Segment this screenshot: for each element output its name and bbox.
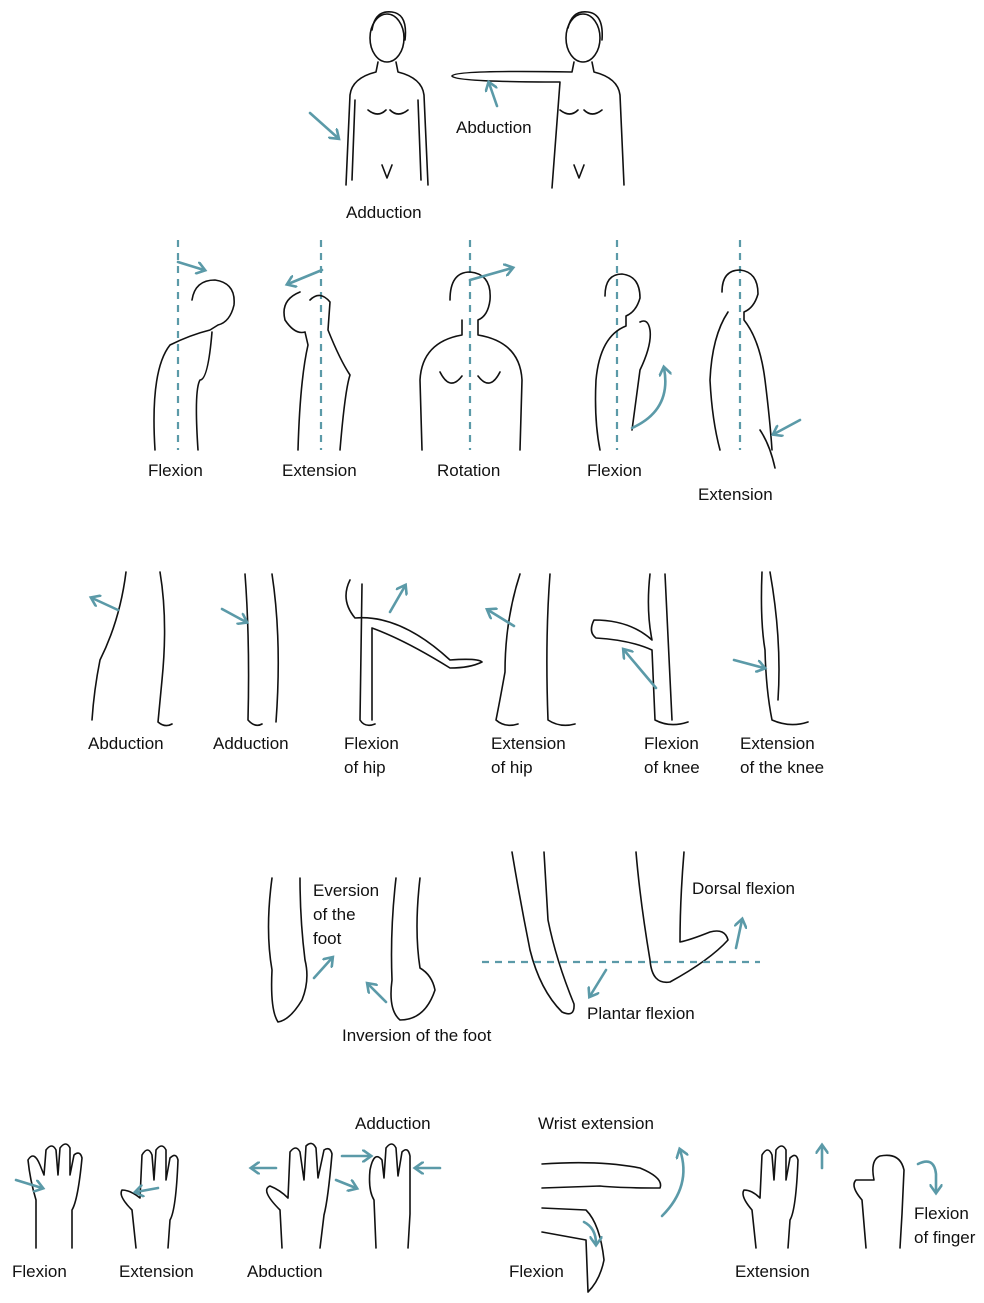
label-neck-rotation: Rotation: [437, 460, 500, 481]
label-knee-extension-line1: Extension: [740, 733, 815, 754]
label-knee-extension-line2: of the knee: [740, 757, 824, 778]
label-hand-abduction: Abduction: [247, 1261, 323, 1282]
label-foot-eversion-line1: Eversion: [313, 880, 379, 901]
label-finger-flexion-line1: Flexion: [914, 1203, 969, 1224]
label-finger-extension: Extension: [735, 1261, 810, 1282]
label-shoulder-adduction: Adduction: [346, 202, 422, 223]
woman-standing-icon: [346, 12, 428, 185]
label-hip-extension-line2: of hip: [491, 757, 533, 778]
axis-lines: [178, 240, 740, 450]
label-knee-flexion-line1: Flexion: [644, 733, 699, 754]
label-knee-flexion-line2: of knee: [644, 757, 700, 778]
label-shoulder-abduction: Abduction: [456, 117, 532, 138]
arm-raised-icon: [452, 12, 624, 188]
label-foot-eversion-line3: foot: [313, 928, 341, 949]
label-elbow-extension: Extension: [698, 484, 773, 505]
label-finger-flexion-line2: of finger: [914, 1227, 975, 1248]
label-elbow-flexion: Flexion: [587, 460, 642, 481]
label-plantar-flexion: Plantar flexion: [587, 1003, 695, 1024]
leg-icon: [92, 572, 808, 726]
motion-arrow-icon: [92, 586, 764, 688]
label-dorsal-flexion: Dorsal flexion: [692, 878, 795, 899]
label-foot-inversion: Inversion of the foot: [342, 1025, 491, 1046]
label-finger-adduction: Adduction: [355, 1113, 431, 1134]
label-hip-flexion-line1: Flexion: [344, 733, 399, 754]
label-hip-flexion-line2: of hip: [344, 757, 386, 778]
label-neck-flexion: Flexion: [148, 460, 203, 481]
label-hip-abduction: Abduction: [88, 733, 164, 754]
label-foot-eversion-line2: of the: [313, 904, 356, 925]
label-hip-extension-line1: Extension: [491, 733, 566, 754]
label-neck-extension: Extension: [282, 460, 357, 481]
label-wrist-flexion: Flexion: [509, 1261, 564, 1282]
label-hip-adduction: Adduction: [213, 733, 289, 754]
label-hand-flexion: Flexion: [12, 1261, 67, 1282]
head-profile-icon: [154, 270, 775, 468]
label-wrist-extension: Wrist extension: [538, 1113, 654, 1134]
label-hand-extension: Extension: [119, 1261, 194, 1282]
